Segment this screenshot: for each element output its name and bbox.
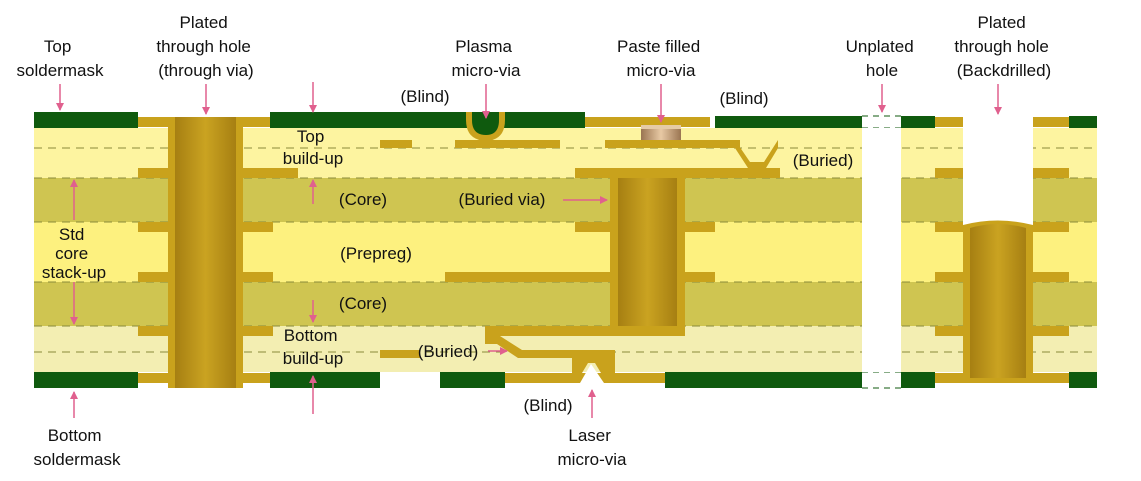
- label-unplated-hole: Unplated hole: [846, 37, 919, 80]
- pointer-arrows: [56, 82, 1002, 418]
- label-plasma-micro-via: Plasma micro-via: [452, 37, 521, 80]
- label-paste-filled-micro-via: Paste filled micro-via: [617, 37, 705, 80]
- label-laser-micro-via: Laser micro-via: [558, 426, 627, 469]
- buried-via-barrel: [610, 168, 685, 336]
- label-std-core-stackup: Std core stack-up: [42, 225, 106, 282]
- bottom-soldermask-segment: [440, 372, 505, 388]
- label-core-1: (Core): [339, 190, 387, 209]
- bottom-soldermask-segment: [901, 372, 935, 388]
- top-soldermask-segment: [715, 116, 862, 128]
- label-buried-right: (Buried): [793, 151, 853, 170]
- dashed-layer-lines: [34, 147, 1097, 353]
- label-top-soldermask: Top soldermask: [17, 37, 104, 80]
- unplated-hole: [862, 128, 901, 372]
- label-bottom-soldermask: Bottom soldermask: [34, 426, 121, 469]
- label-buried-via: (Buried via): [459, 190, 546, 209]
- label-pth-backdrilled: Plated through hole (Backdrilled): [954, 13, 1053, 80]
- label-top-buildup: Top build-up: [283, 127, 344, 168]
- top-soldermask-segment: [1069, 116, 1097, 128]
- bottom-soldermask-segment: [1069, 372, 1097, 388]
- backdrilled-through-hole: [963, 117, 1033, 383]
- label-blind-1: (Blind): [400, 87, 449, 106]
- top-soldermask-segment: [34, 112, 138, 128]
- bottom-soldermask-segment: [270, 372, 380, 388]
- plasma-micro-via: [466, 112, 505, 141]
- label-bottom-buildup: Bottom build-up: [283, 326, 344, 368]
- label-blind-2: (Blind): [719, 89, 768, 108]
- bottom-soldermask-segment: [34, 372, 138, 388]
- paste-filled-micro-via: [641, 125, 681, 140]
- label-core-2: (Core): [339, 294, 387, 313]
- labels: Top soldermask Plated through hole (thro…: [17, 13, 1053, 469]
- buried-micro-via-bottom: [485, 336, 532, 358]
- buried-micro-via-top: [735, 140, 778, 168]
- label-blind-bottom: (Blind): [523, 396, 572, 415]
- plated-through-hole-barrel: [168, 117, 243, 388]
- label-buried-left: (Buried): [418, 342, 478, 361]
- core-layer-2: [34, 282, 862, 326]
- vias: [168, 112, 1033, 388]
- bottom-soldermask-segment: [665, 372, 862, 388]
- top-soldermask-segment: [270, 112, 585, 128]
- top-soldermask-segment: [901, 116, 935, 128]
- label-prepreg: (Prepreg): [340, 244, 412, 263]
- soldermask: [34, 112, 1097, 388]
- label-pth-through-via: Plated through hole (through via): [156, 13, 255, 80]
- laser-micro-via: [572, 358, 615, 383]
- core-layer-1: [34, 178, 862, 222]
